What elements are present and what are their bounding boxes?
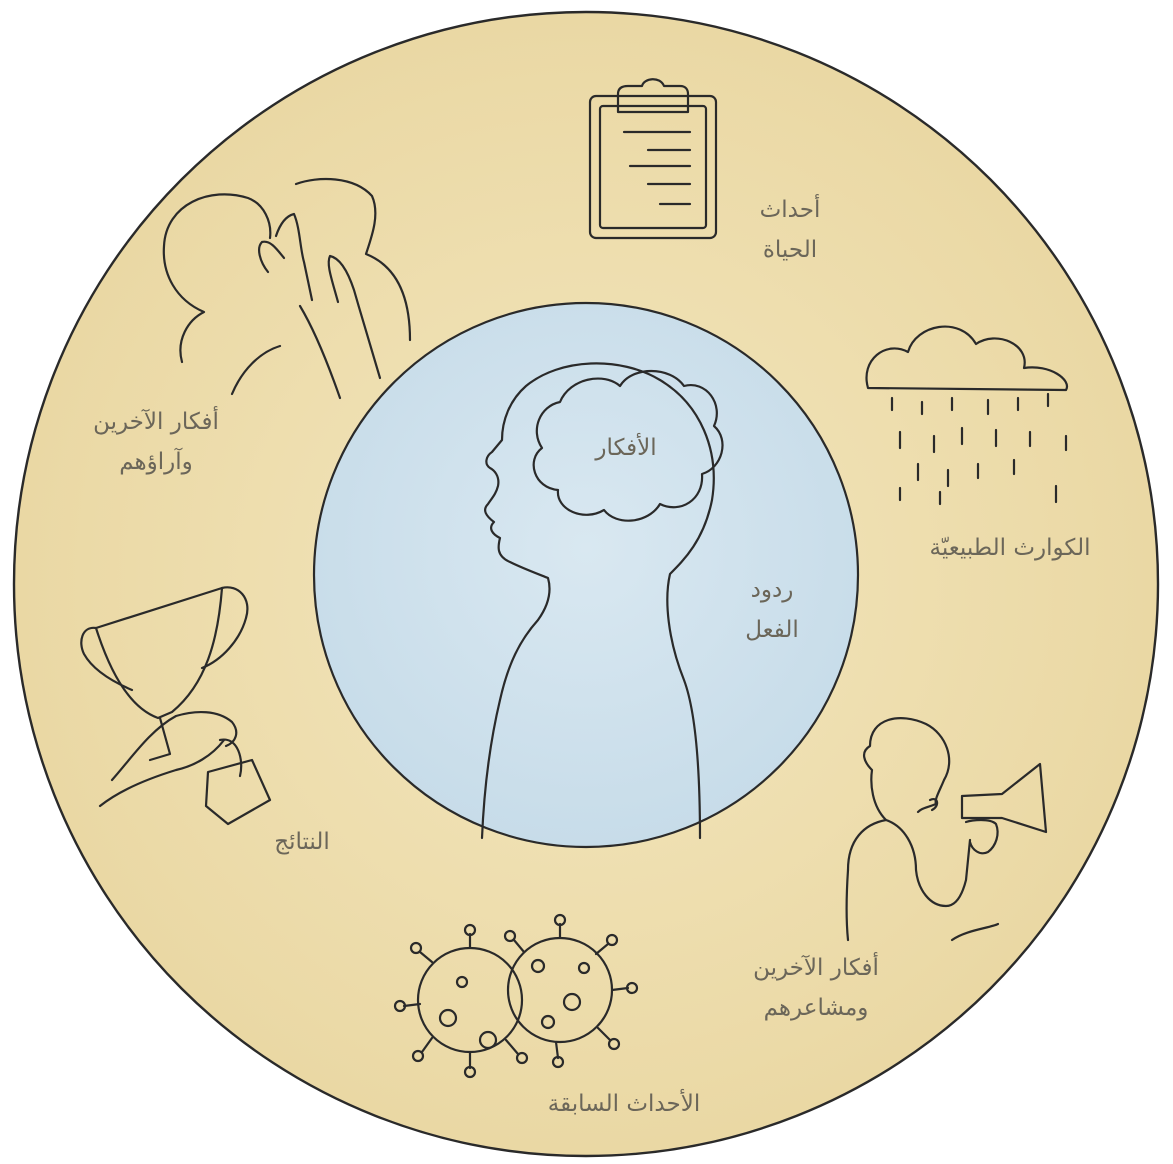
label-natural-disasters: الكوارث الطبيعيّة xyxy=(930,528,1091,568)
label-others-thoughts-opinions: أفكار الآخرين وآراؤهم xyxy=(93,402,219,482)
label-others-thoughts-feelings: أفكار الآخرين ومشاعرهم xyxy=(753,948,879,1028)
label-past-events: الأحداث السابقة xyxy=(548,1084,700,1124)
label-thoughts: الأفكار xyxy=(595,428,656,468)
label-life-events: أحداث الحياة xyxy=(760,190,821,270)
label-reactions: ردود الفعل xyxy=(745,570,799,650)
label-outcomes: النتائج xyxy=(274,822,330,862)
